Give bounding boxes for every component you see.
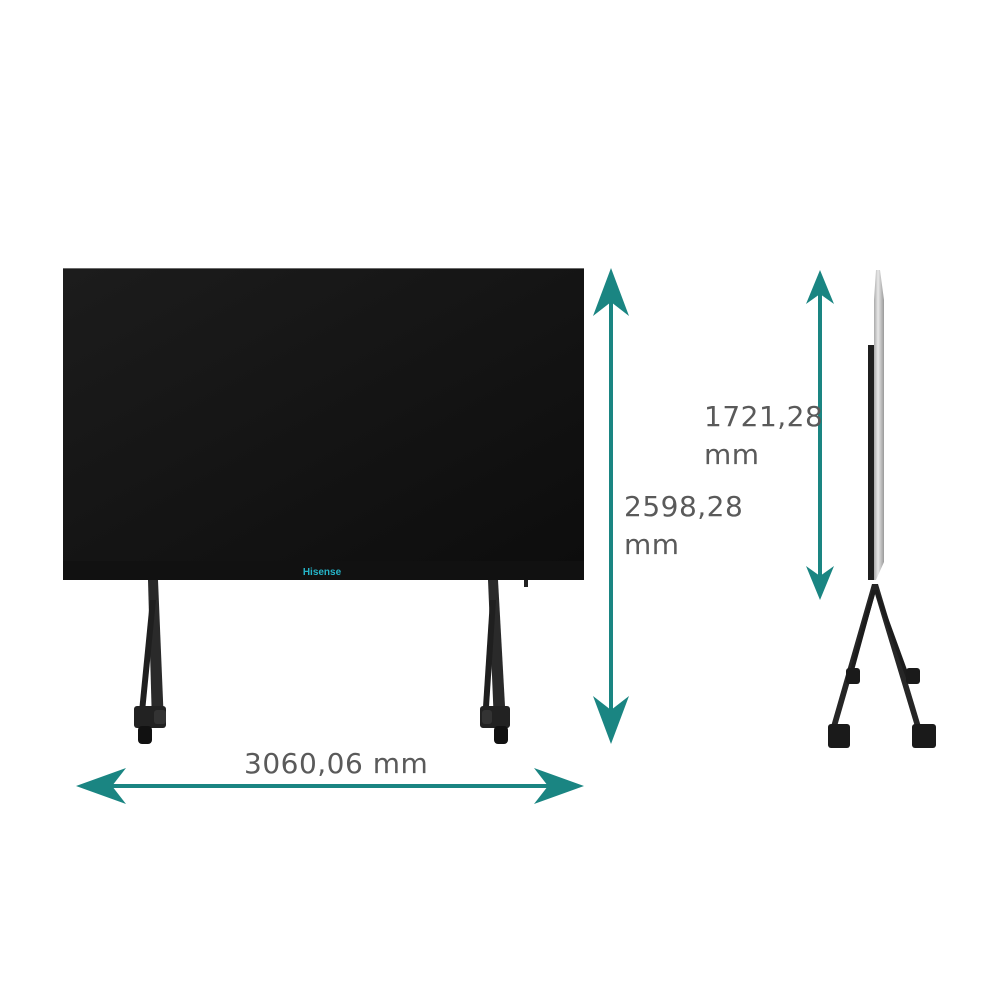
width-arrow-icon: [76, 768, 584, 804]
right-stand-brace: [482, 600, 496, 722]
total-height-dimension-label: 2598,28 mm: [624, 488, 743, 564]
screen-height-value: 1721,28: [704, 400, 824, 433]
total-height-unit: mm: [624, 528, 680, 561]
width-dimension-label: 3060,06 mm: [244, 745, 428, 783]
total-height-arrow-icon: [593, 268, 629, 744]
width-value: 3060,06 mm: [244, 747, 429, 780]
tv-side-button: [524, 580, 528, 587]
screen-height-dimension-label: 1721,28 mm: [704, 398, 823, 474]
total-height-value: 2598,28: [624, 490, 744, 523]
left-caster-wheel: [138, 726, 152, 744]
tv-screen: [63, 268, 584, 562]
side-stand: [828, 584, 936, 748]
side-stand-leg-inner: [848, 590, 876, 678]
screen-height-arrow-icon: [806, 270, 834, 600]
side-stand-leg-front: [872, 584, 922, 730]
side-caster-rear-left: [828, 724, 850, 748]
side-caster-mid-left: [846, 668, 860, 684]
tv-bottom-bezel: [63, 561, 584, 580]
side-back-housing: [868, 345, 874, 580]
side-stand-leg-inner-2: [874, 590, 910, 678]
side-caster-mid-right: [906, 668, 920, 684]
screen-height-unit: mm: [704, 438, 760, 471]
right-caster-wheel-2: [482, 710, 492, 724]
left-stand-brace: [138, 600, 156, 722]
tv-stand-front: [134, 580, 510, 744]
tv-side-view: [828, 270, 936, 748]
side-caster-rear-right: [912, 724, 936, 748]
hisense-logo: Hisense: [303, 567, 342, 578]
left-caster-wheel-2: [154, 710, 166, 724]
side-panel-profile: [872, 270, 884, 580]
right-caster-wheel: [494, 726, 508, 744]
tv-front-view: Hisense: [63, 268, 584, 744]
